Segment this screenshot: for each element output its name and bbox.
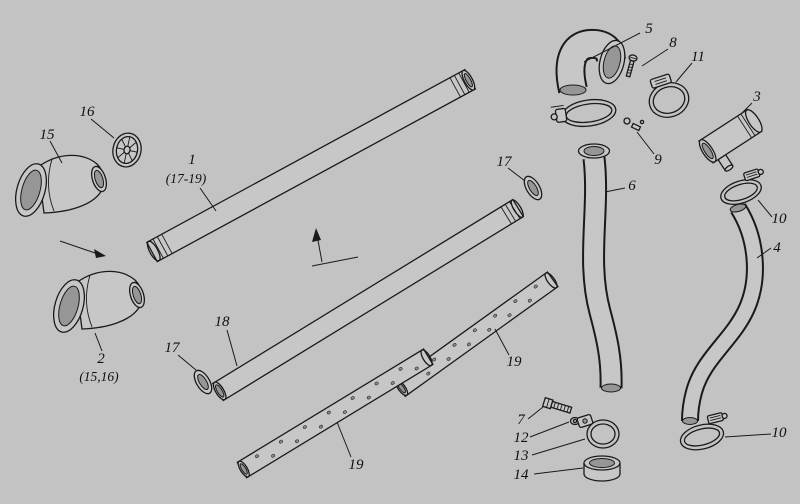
part-tube-6	[577, 143, 623, 393]
callout-16: 16	[80, 104, 96, 120]
leader-5	[583, 32, 641, 63]
callout-15: 15	[40, 127, 56, 143]
callout-1: 1	[188, 152, 196, 168]
callout-11: 11	[691, 49, 705, 65]
callout-10-lower: 10	[772, 425, 788, 441]
callout-labels: 15 16 1 (17-19) 2 (15,16) 17 18 17 19 19…	[40, 21, 788, 483]
leader-15	[49, 140, 63, 164]
direction-arrow-left	[59, 240, 106, 258]
leader-18	[226, 329, 238, 367]
callout-5: 5	[645, 21, 653, 37]
leader-10-lower	[724, 433, 772, 438]
callout-1-sub: (17-19)	[166, 171, 207, 186]
callout-14: 14	[514, 467, 530, 483]
leader-19-upper	[494, 328, 510, 356]
part-ring-14	[583, 455, 621, 482]
callout-13: 13	[514, 448, 529, 464]
part-ring-17-right	[523, 175, 543, 201]
part-ring-17-left	[193, 369, 213, 395]
part-bolt-7	[541, 396, 573, 414]
leader-12	[529, 421, 570, 438]
leader-17-left	[177, 354, 197, 371]
callout-8: 8	[669, 35, 677, 51]
leader-6	[604, 187, 626, 193]
leader-11	[675, 62, 693, 83]
callout-19-lower: 19	[349, 457, 365, 473]
callout-4: 4	[773, 240, 781, 256]
callout-3: 3	[752, 89, 761, 105]
leader-2	[94, 332, 103, 352]
leader-13	[531, 438, 586, 456]
leader-lines	[49, 32, 773, 475]
part-perforated-tube-19-upper	[393, 271, 559, 398]
leader-4	[756, 247, 772, 259]
part-clamp-bracket-13	[576, 413, 620, 449]
callout-18: 18	[215, 314, 231, 330]
direction-arrow-center	[311, 228, 359, 267]
part-elbow-5	[555, 28, 626, 96]
leader-17-right	[507, 167, 526, 182]
part-band-clamp	[550, 98, 617, 128]
part-hose-clamp-10-lower	[679, 412, 728, 451]
callout-7: 7	[517, 412, 526, 428]
leader-7	[527, 406, 544, 420]
part-perforated-tube-19-lower	[236, 348, 434, 479]
leader-9	[636, 131, 655, 155]
part-intake-elbow-15	[14, 154, 108, 217]
part-connector-3	[698, 108, 763, 172]
leader-19-lower	[336, 421, 352, 458]
part-intake-elbow-2	[52, 270, 146, 333]
part-clamp-11	[648, 73, 690, 118]
callout-17-left: 17	[165, 340, 182, 356]
callout-2: 2	[97, 351, 105, 367]
part-hose-4	[681, 203, 764, 425]
callout-17-right: 17	[497, 154, 514, 170]
callout-6: 6	[628, 178, 636, 194]
part-screw-8	[625, 54, 638, 78]
part-fasteners-9	[623, 117, 645, 132]
leader-3	[741, 102, 753, 114]
callout-10-upper: 10	[772, 211, 788, 227]
callout-19-upper: 19	[507, 354, 523, 370]
leader-14	[533, 467, 584, 475]
callout-12: 12	[514, 430, 530, 446]
leader-16	[90, 118, 115, 139]
callout-2-sub: (15,16)	[79, 369, 119, 384]
leader-8	[641, 48, 669, 67]
callout-9: 9	[654, 152, 662, 168]
leader-10-upper	[757, 199, 773, 218]
leader-1	[199, 187, 217, 212]
part-tube-1	[145, 68, 477, 263]
part-hose-clamp-10-upper	[720, 168, 764, 205]
part-tube-18	[211, 198, 525, 402]
part-grille-cap-16	[112, 132, 142, 168]
